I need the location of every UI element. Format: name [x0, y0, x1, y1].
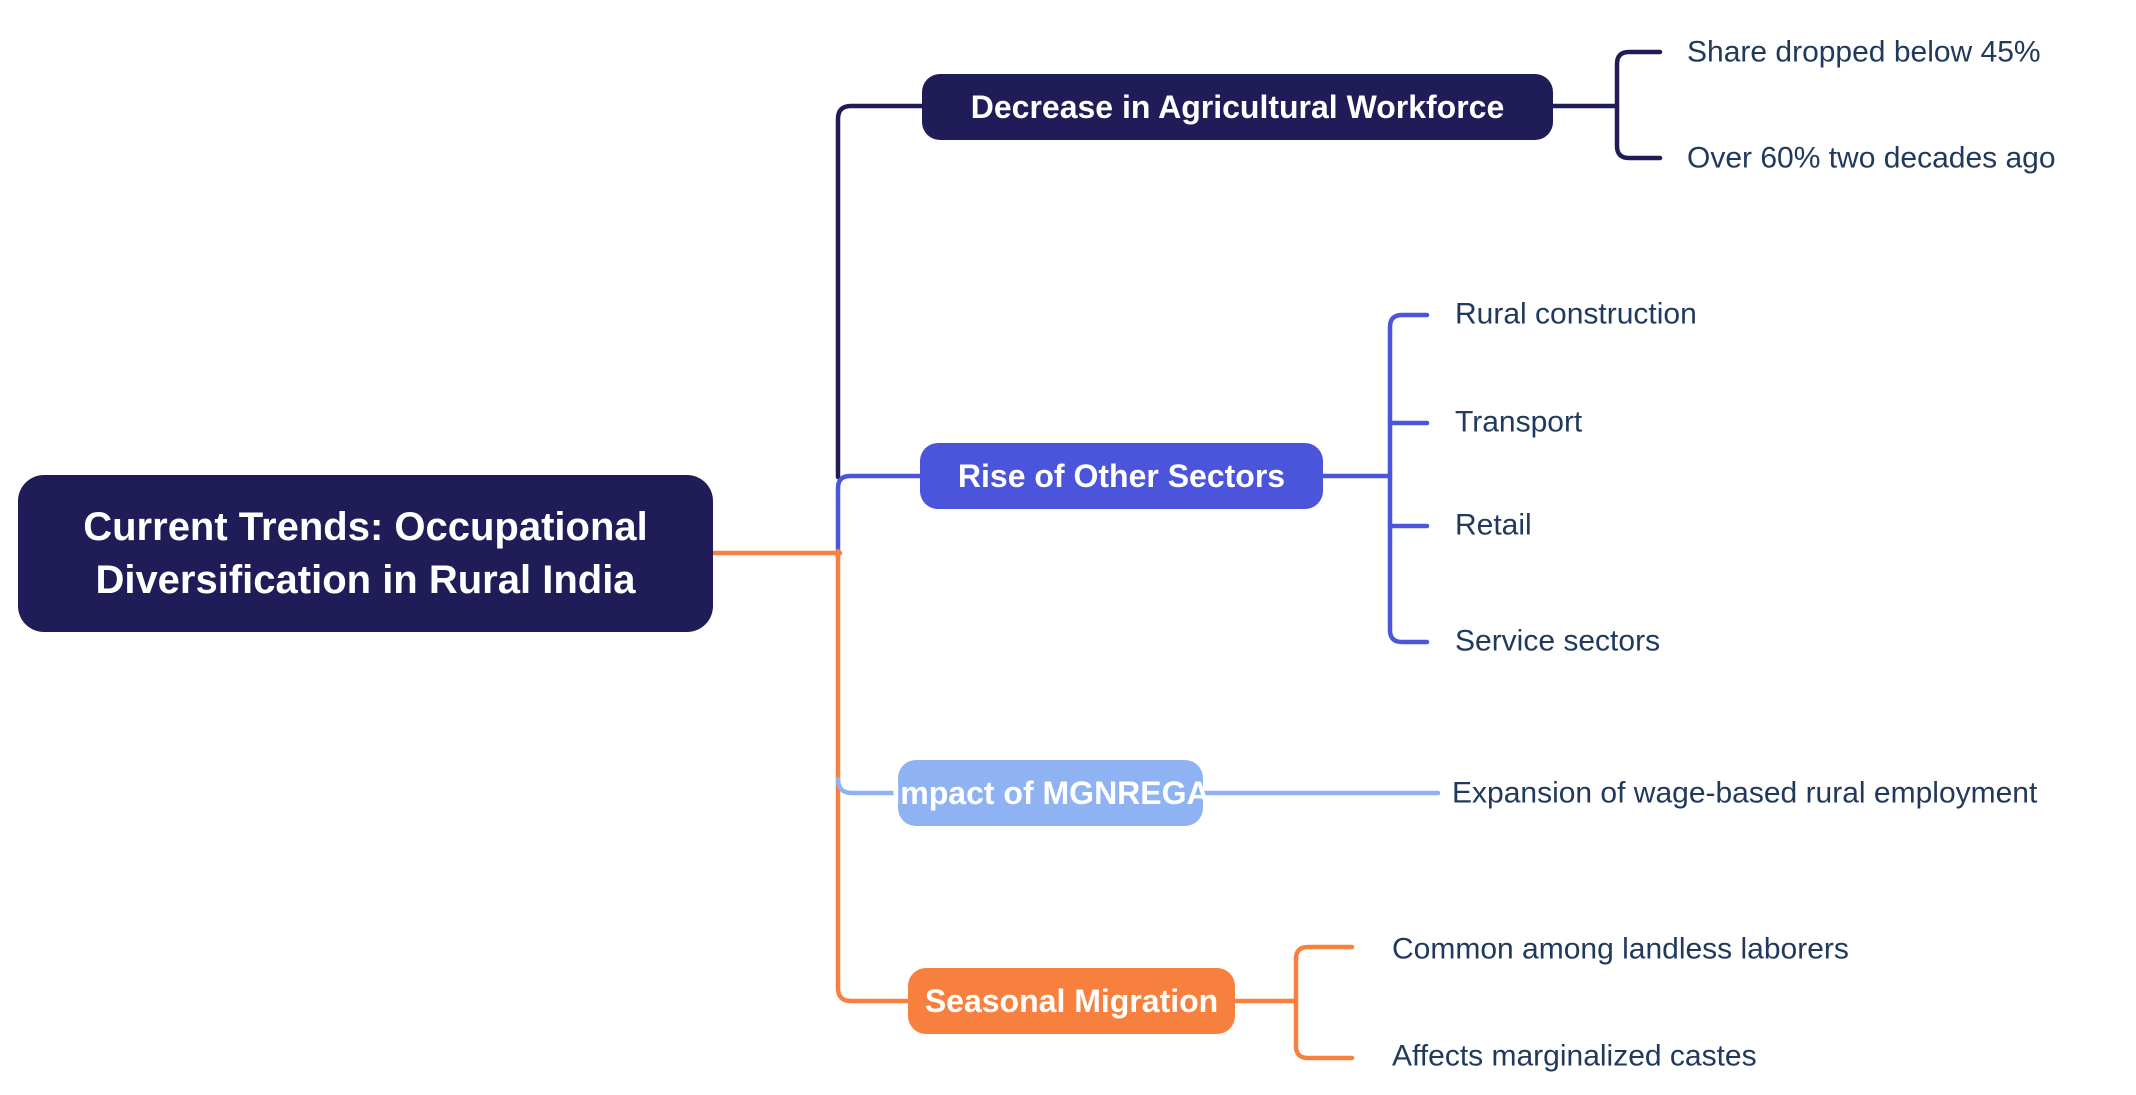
connector-branch2-bracket — [1387, 312, 1430, 645]
leaf-over-60-two-decades-ago[interactable]: Over 60% two decades ago — [1687, 141, 2056, 175]
connector-branch1-left — [835, 103, 925, 480]
leaf-common-among-landless-laborers[interactable]: Common among landless laborers — [1392, 932, 1849, 966]
leaf-expansion-wage-based-rural-employment[interactable]: Expansion of wage-based rural employment — [1452, 776, 2038, 810]
root-node[interactable]: Current Trends: Occupational Diversifica… — [18, 475, 713, 632]
leaf-retail[interactable]: Retail — [1455, 508, 1532, 542]
branch-node-rise-of-other-sectors[interactable]: Rise of Other Sectors — [920, 443, 1323, 509]
leaf-affects-marginalized-castes[interactable]: Affects marginalized castes — [1392, 1039, 1757, 1073]
leaf-service-sectors[interactable]: Service sectors — [1455, 624, 1661, 658]
connector-branch2-left — [835, 473, 923, 559]
branch-node-seasonal-migration[interactable]: Seasonal Migration — [908, 968, 1235, 1034]
leaf-transport[interactable]: Transport — [1455, 405, 1583, 439]
branch-node-impact-of-mgnrega[interactable]: Impact of MGNREGA — [891, 760, 1210, 826]
leaf-share-dropped-below-45[interactable]: Share dropped below 45% — [1687, 35, 2041, 69]
connector-trunk-orange — [835, 548, 911, 1004]
leaf-rural-construction[interactable]: Rural construction — [1455, 297, 1697, 331]
branch-node-decrease-agricultural-workforce[interactable]: Decrease in Agricultural Workforce — [922, 74, 1553, 140]
connector-branch4-bracket — [1293, 944, 1355, 1061]
connector-branch3-left — [835, 776, 901, 796]
connector-branch1-bracket — [1614, 49, 1663, 161]
